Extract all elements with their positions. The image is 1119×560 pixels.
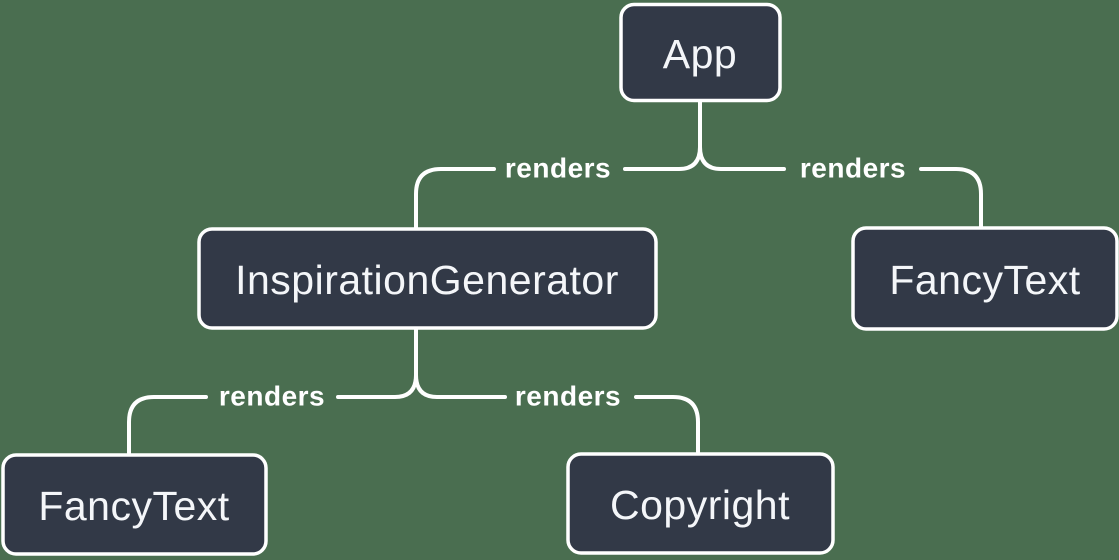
node-copyright-box xyxy=(566,452,835,555)
node-inspiration-generator-label: InspirationGenerator xyxy=(235,257,619,303)
node-inspiration-generator-box xyxy=(197,227,658,330)
edge-label-inspirationgenerator-fancytext: renders xyxy=(219,381,325,412)
edge-label-app-fancytext: renders xyxy=(800,153,906,184)
edge-app-to-fancytext-upper xyxy=(698,145,786,171)
node-fancy-text-bottom-label: FancyText xyxy=(38,483,229,529)
edge-label-app-inspirationgenerator: renders xyxy=(505,153,611,184)
node-copyright-label: Copyright xyxy=(610,482,790,528)
node-copyright: Copyright xyxy=(566,452,835,555)
node-fancy-text-bottom-box xyxy=(1,453,268,556)
node-fancy-text-bottom: FancyText xyxy=(1,453,268,556)
edge-inspirationgenerator-to-fancytext-lower xyxy=(127,395,208,455)
node-fancy-text-top-box xyxy=(851,226,1119,331)
node-fancy-text-top-label: FancyText xyxy=(889,257,1080,303)
edge-app-to-inspirationgenerator-lower xyxy=(414,167,496,230)
edge-inspirationgenerator-to-copyright-upper xyxy=(414,373,507,399)
node-fancy-text-top: FancyText xyxy=(851,226,1119,331)
node-app-box xyxy=(619,2,782,103)
edge-inspirationgenerator-to-copyright-lower xyxy=(634,395,700,454)
node-inspiration-generator: InspirationGenerator xyxy=(197,227,658,330)
edge-app-to-fancytext-lower xyxy=(919,167,983,229)
edge-label-inspirationgenerator-copyright: renders xyxy=(515,381,621,412)
node-app: App xyxy=(619,2,782,103)
node-app-label: App xyxy=(663,31,737,77)
